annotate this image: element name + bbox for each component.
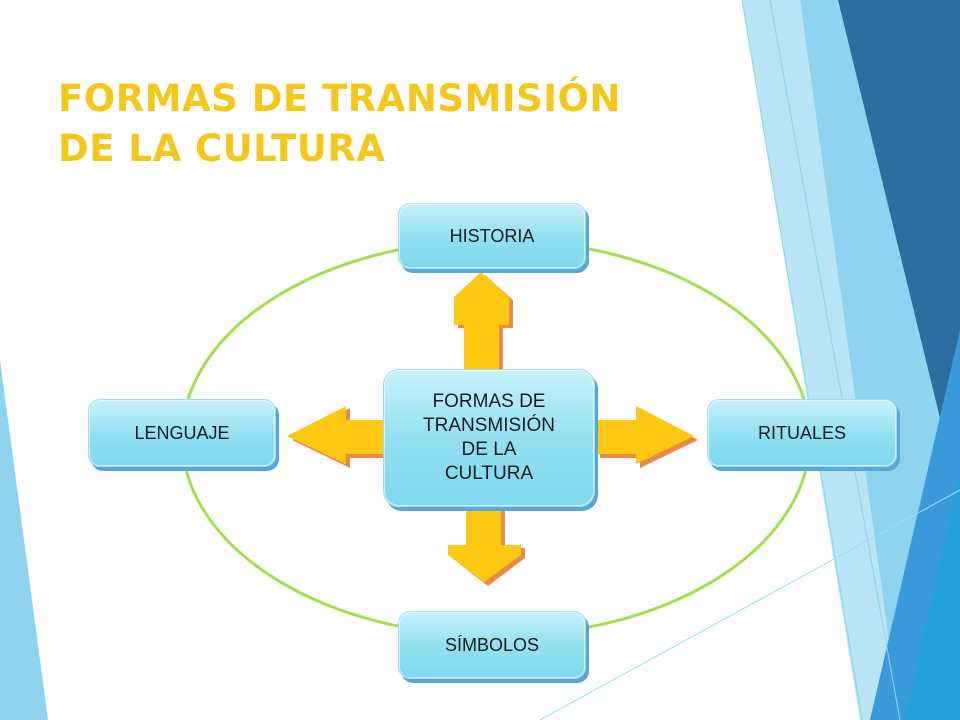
node-lenguaje-label: LENGUAJE: [134, 422, 230, 443]
center-line-2: TRANSMISIÓN: [423, 415, 555, 436]
center-line-3: DE LA: [461, 439, 517, 460]
deco-thin-line-2: [769, 0, 901, 720]
center-line-4: CULTURA: [444, 463, 534, 484]
left-light-blue-stripe: [0, 360, 48, 720]
slide-title: FORMAS DE TRANSMISIÓN DE LA CULTURA: [58, 74, 621, 174]
node-rituales: RITUALES: [707, 399, 897, 467]
arrow-up: [454, 272, 509, 370]
node-simbolos: SÍMBOLOS: [398, 611, 586, 679]
arrow-left: [287, 406, 384, 464]
right-bright-blue-triangle: [905, 470, 960, 720]
deco-thin-line-3: [539, 489, 960, 720]
arrow-right: [596, 406, 694, 464]
right-dark-blue-panel: [838, 0, 960, 500]
node-rituales-label: RITUALES: [757, 422, 847, 443]
title-line-1: FORMAS DE TRANSMISIÓN: [58, 77, 621, 120]
title-line-2: DE LA CULTURA: [58, 127, 386, 170]
node-lenguaje: LENGUAJE: [88, 399, 276, 467]
node-historia-label: HISTORIA: [449, 225, 535, 246]
node-simbolos-label: SÍMBOLOS: [444, 634, 540, 655]
center-line-1: FORMAS DE: [432, 391, 546, 412]
arrow-down: [448, 505, 521, 582]
node-center: FORMAS DE TRANSMISIÓN DE LA CULTURA: [383, 369, 595, 507]
node-historia: HISTORIA: [398, 203, 586, 269]
deco-thin-line-1: [741, 0, 863, 720]
